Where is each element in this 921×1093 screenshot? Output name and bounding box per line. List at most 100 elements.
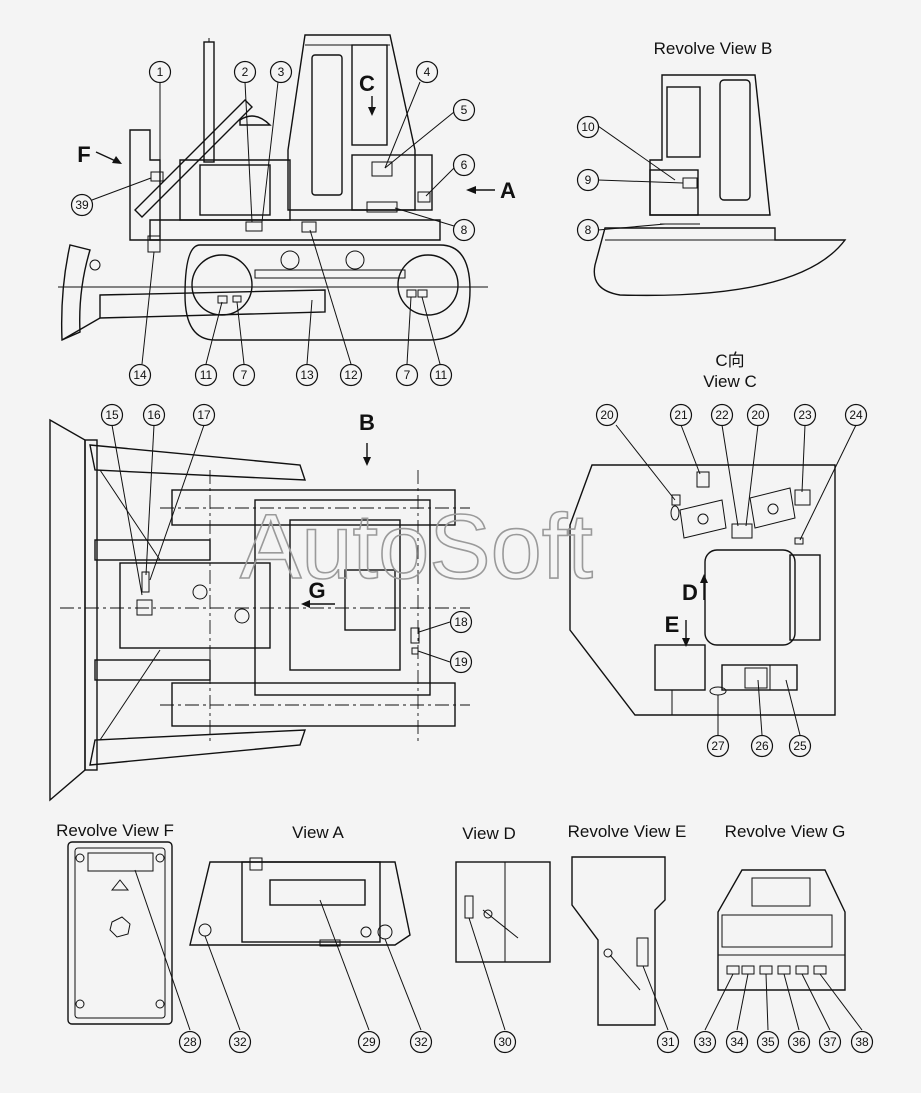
callout-34: 34 [725,1030,749,1054]
watermark: AutoSoft [240,496,593,598]
callout-number: 22 [715,408,729,422]
callout-number: 32 [233,1035,247,1049]
callout-number: 13 [300,368,314,382]
view-c-drawing [569,424,857,736]
arrow-label-f: F [77,142,90,167]
view-arrows: F A C B G D E [77,71,708,647]
view-titles: Revolve View B C向 View C Revolve View F … [56,39,845,843]
callout-circle [595,403,619,427]
callout-circle [710,403,734,427]
callout-number: 11 [200,368,213,382]
callout-number: 29 [362,1035,376,1049]
callout-15: 15 [100,403,124,427]
arrow-label-d: D [682,580,698,605]
title-revolve-view-g: Revolve View G [725,822,846,841]
callout-number: 2 [242,65,249,79]
callout-3: 3 [269,60,293,84]
arrow-label-g: G [308,578,325,603]
callout-27: 27 [706,734,730,758]
callout-circle [395,363,419,387]
callout-number: 17 [197,408,211,422]
callout-circle [576,115,600,139]
callout-2: 2 [233,60,257,84]
callout-number: 9 [585,173,592,187]
title-revolve-view-e: Revolve View E [568,822,687,841]
callout-circle [409,1030,433,1054]
callout-33: 33 [693,1030,717,1054]
callout-35: 35 [756,1030,780,1054]
title-view-a: View A [292,823,344,842]
callout-number: 26 [755,739,769,753]
callout-circle [756,1030,780,1054]
callout-24: 24 [844,403,868,427]
callout-circle [818,1030,842,1054]
callout-number: 35 [761,1035,775,1049]
callout-25: 25 [788,734,812,758]
callout-number: 11 [435,368,448,382]
callout-circle [449,650,473,674]
callout-circle [576,218,600,242]
callout-number: 28 [183,1035,197,1049]
callout-9: 9 [576,168,600,192]
callout-number: 23 [798,408,812,422]
callout-number: 8 [585,223,592,237]
callout-number: 20 [751,408,765,422]
callout-30: 30 [493,1030,517,1054]
arrow-label-e: E [665,612,680,637]
title-revolve-view-f: Revolve View F [56,821,174,840]
callout-16: 16 [142,403,166,427]
callout-circle [269,60,293,84]
callout-23: 23 [793,403,817,427]
callout-7: 7 [395,363,419,387]
callout-7: 7 [232,363,256,387]
callout-1: 1 [148,60,172,84]
callout-circle [746,403,770,427]
callout-11: 11 [194,363,218,387]
side-view-leaders [91,81,455,365]
title-view-c-cn: C向 [715,351,744,370]
callout-number: 14 [133,368,147,382]
callout-8: 8 [452,218,476,242]
revolve-view-g-drawing [704,869,863,1031]
callout-number: 34 [730,1035,744,1049]
callout-14: 14 [128,363,152,387]
callout-circle [194,363,218,387]
callout-number: 12 [344,368,358,382]
callout-circle [178,1030,202,1054]
callout-circle [295,363,319,387]
arrow-label-b: B [359,410,375,435]
callout-8: 8 [576,218,600,242]
title-view-c: View C [703,372,757,391]
callout-circle [793,403,817,427]
callout-number: 33 [698,1035,712,1049]
callout-circle [725,1030,749,1054]
callout-number: 39 [75,198,89,212]
callout-28: 28 [178,1030,202,1054]
callout-circle [850,1030,874,1054]
callout-circle [452,218,476,242]
callout-number: 25 [793,739,807,753]
revolve-view-f-drawing [67,841,191,1031]
callout-5: 5 [452,98,476,122]
callout-circle [693,1030,717,1054]
callout-number: 10 [581,120,595,134]
view-d-drawing [455,861,551,1031]
callout-22: 22 [710,403,734,427]
callout-number: 18 [454,615,468,629]
callout-circle [339,363,363,387]
callout-11: 11 [429,363,453,387]
callout-circle [788,734,812,758]
callout-31: 31 [656,1030,680,1054]
view-a-drawing [189,857,422,1031]
revolve-view-e-drawing [571,856,669,1031]
title-view-d: View D [462,824,516,843]
callout-number: 21 [674,408,688,422]
callout-number: 36 [792,1035,806,1049]
arrow-label-a: A [500,178,516,203]
callout-39: 39 [70,193,94,217]
callout-circle [228,1030,252,1054]
callout-4: 4 [415,60,439,84]
callout-number: 24 [849,408,863,422]
callout-20: 20 [595,403,619,427]
